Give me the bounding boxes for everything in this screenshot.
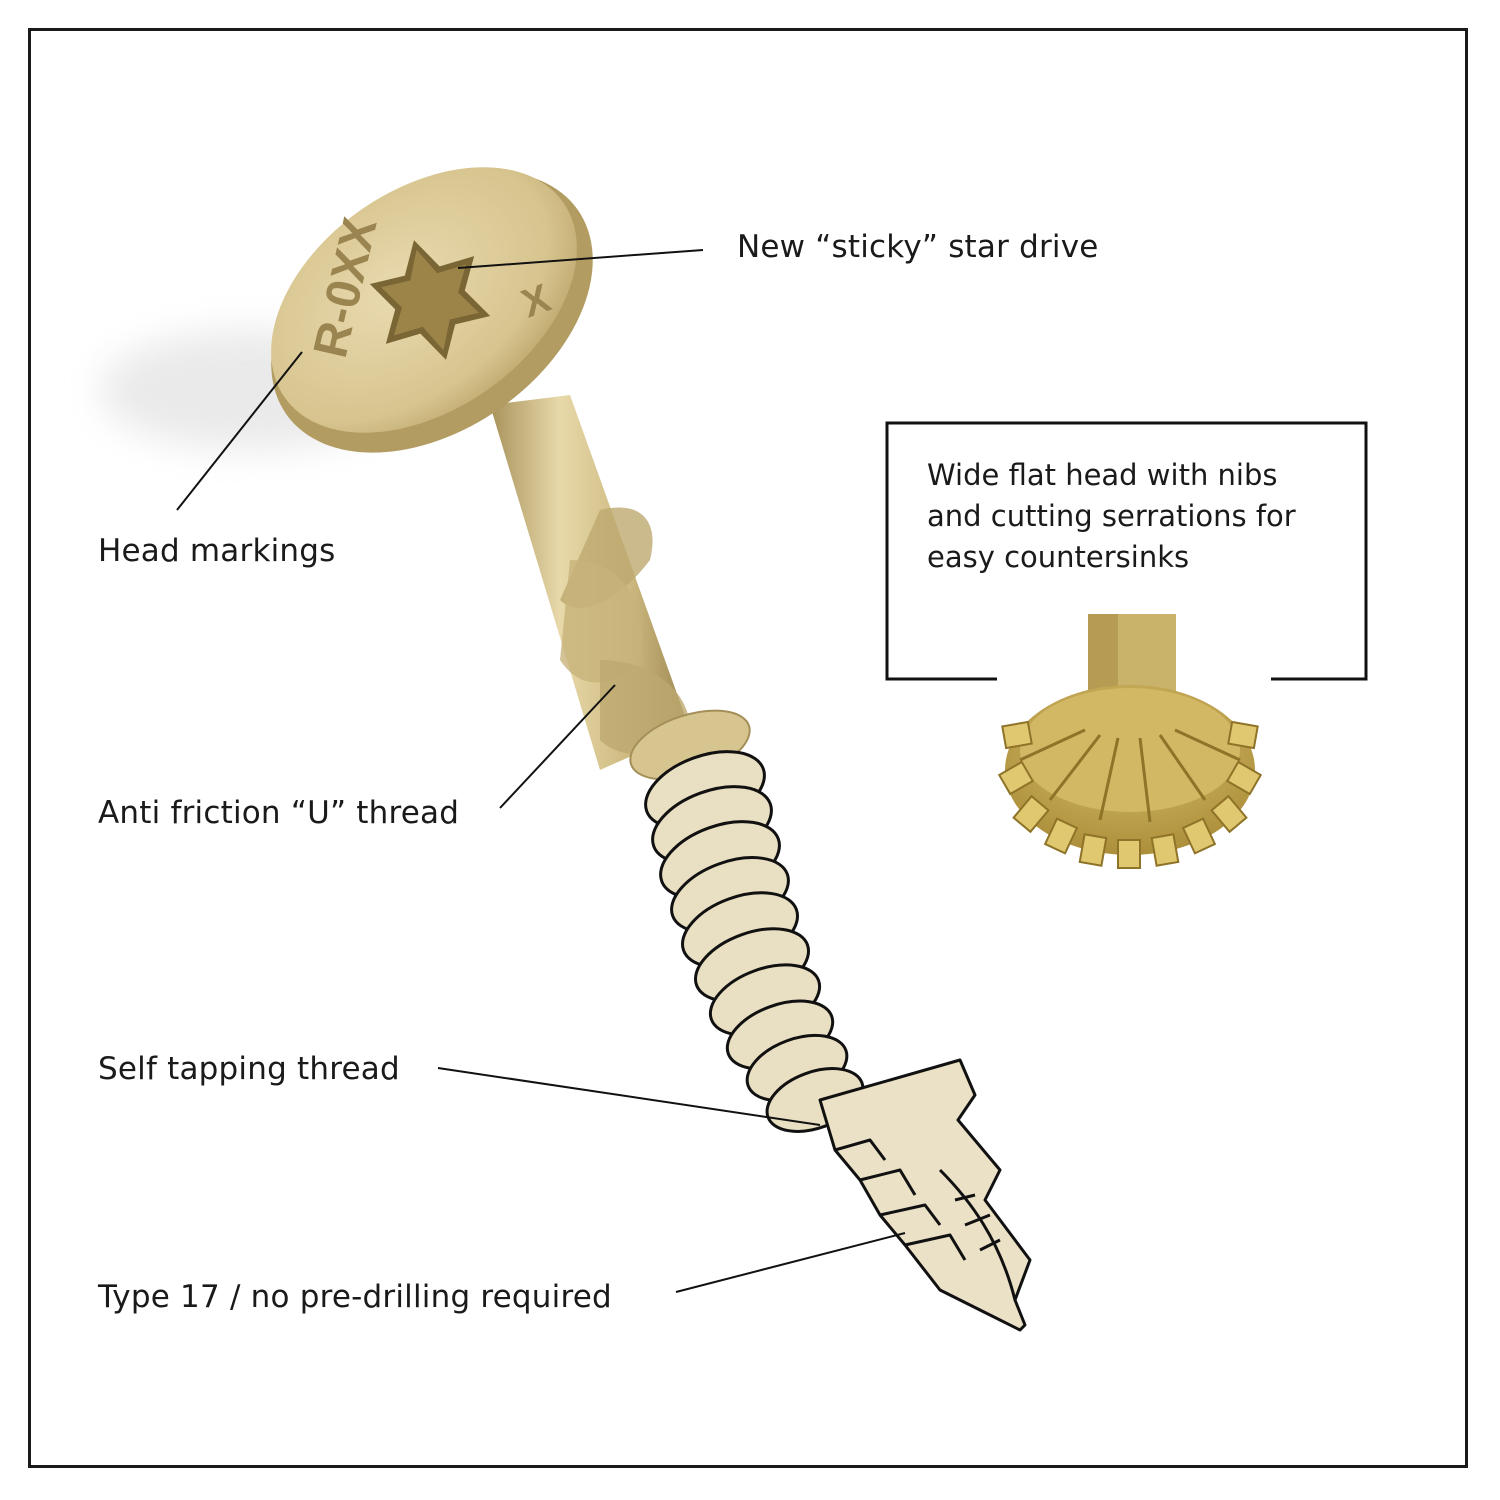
torx-star-icon <box>369 240 491 360</box>
self-tapping-tip <box>818 1058 1032 1332</box>
outer-frame <box>28 28 1468 1468</box>
callout-text: Wide flat head with nibs and cutting ser… <box>927 458 1296 574</box>
leader-head-markings <box>176 351 303 511</box>
leader-lines <box>176 249 906 1293</box>
leader-type17 <box>675 1232 906 1293</box>
label-self-tapping: Self tapping thread <box>98 1051 400 1087</box>
screw-head: R-0XX X <box>271 167 593 453</box>
label-type17: Type 17 / no pre-drilling required <box>98 1279 612 1315</box>
callout-box <box>885 421 1368 681</box>
leader-u-thread <box>499 684 616 809</box>
label-u-thread: Anti friction “U” thread <box>98 795 460 831</box>
leader-star-drive <box>457 249 704 269</box>
serrated-countersink-head <box>997 614 1263 869</box>
screw-shank <box>490 395 751 781</box>
leader-self-tapping <box>437 1067 821 1126</box>
label-star-drive: New “sticky” star drive <box>737 229 1099 265</box>
label-head-markings: Head markings <box>98 533 336 569</box>
threaded-body <box>644 750 865 1133</box>
